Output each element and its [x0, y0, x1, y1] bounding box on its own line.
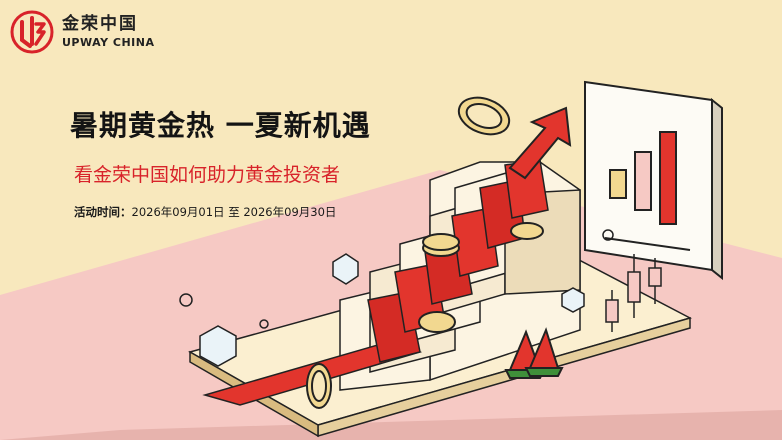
brand-name: 金荣中国 UPWAY CHINA — [62, 14, 154, 50]
ice-cube-icon — [199, 253, 585, 367]
page-subtitle: 看金荣中国如何助力黄金投资者 — [74, 164, 341, 186]
page-title: 暑期黄金热 一夏新机遇 — [70, 109, 371, 142]
upway-logo-icon — [10, 10, 54, 54]
decor-dot — [602, 229, 614, 241]
floor-shadow — [0, 410, 782, 440]
bar-chart-icon — [584, 80, 723, 281]
decor-dot — [259, 319, 269, 329]
activity-label: 活动时间： — [74, 205, 132, 219]
decor-dot — [179, 293, 193, 307]
gold-coin-icon — [306, 96, 544, 409]
activity-time: 活动时间：2026年09月01日 至 2026年09月30日 — [74, 204, 336, 220]
activity-separator: 至 — [228, 205, 240, 219]
brand-name-en: UPWAY CHINA — [62, 36, 155, 49]
rising-arrow-icon — [508, 106, 572, 180]
watermelon-icon — [504, 327, 564, 379]
brand-name-cn: 金荣中国 — [62, 14, 138, 34]
activity-end: 2026年09月30日 — [243, 205, 337, 219]
brand-logo[interactable]: 金荣中国 UPWAY CHINA — [10, 10, 154, 54]
activity-start: 2026年09月01日 — [131, 205, 225, 219]
candlestick-icon — [605, 254, 662, 332]
